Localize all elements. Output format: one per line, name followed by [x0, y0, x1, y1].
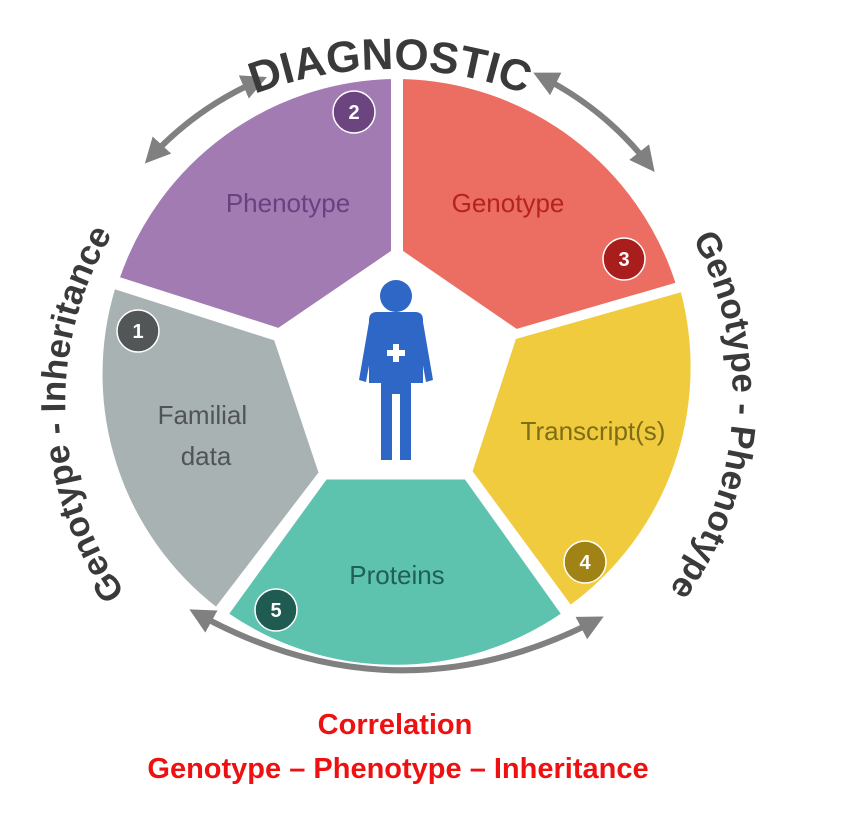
- caption-line-2: Genotype – Phenotype – Inheritance: [147, 753, 648, 785]
- badge-4: 4: [563, 540, 607, 584]
- segment-label-phenotype: Phenotype: [226, 188, 350, 218]
- arrows: [144, 72, 655, 674]
- badge-3: 3: [602, 237, 646, 281]
- arrow-top-right: [533, 72, 655, 172]
- svg-text:3: 3: [618, 249, 629, 271]
- segment-familial-data: [100, 286, 321, 610]
- familial-line-1: Familial: [158, 400, 248, 430]
- segment-label-genotype: Genotype: [452, 188, 565, 218]
- badge-2: 2: [332, 90, 376, 134]
- badge-1: 1: [116, 309, 160, 353]
- person-with-cross-icon: [359, 280, 433, 460]
- svg-text:2: 2: [348, 102, 359, 124]
- segment-label-familial-data: Familial data: [158, 400, 255, 471]
- svg-text:4: 4: [579, 552, 591, 574]
- arrow-top-left: [144, 75, 267, 164]
- caption-line-1: Correlation: [318, 709, 473, 741]
- segment-label-proteins: Proteins: [349, 560, 444, 590]
- segment-labels: Phenotype Genotype Transcript(s) Protein…: [158, 188, 666, 590]
- arrow-bottom: [189, 609, 604, 674]
- svg-text:5: 5: [270, 600, 281, 622]
- svg-text:1: 1: [132, 321, 143, 343]
- familial-line-2: data: [181, 441, 232, 471]
- segment-transcripts: [470, 289, 693, 608]
- segment-label-transcripts: Transcript(s): [521, 416, 666, 446]
- badge-5: 5: [254, 588, 298, 632]
